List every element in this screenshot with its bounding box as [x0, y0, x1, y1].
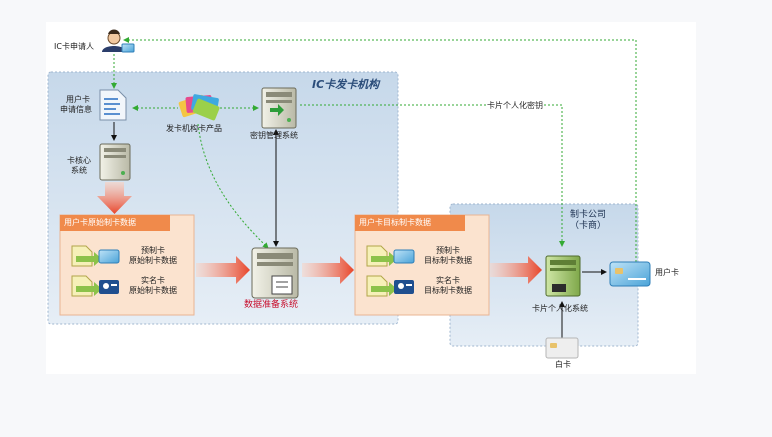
raw-item-2-line2: 原始制卡数据 — [129, 286, 177, 295]
key-server-icon — [261, 87, 297, 129]
target-item-2-line2: 目标制卡数据 — [424, 286, 472, 295]
maker-panel-subtitle: （卡商） — [570, 221, 607, 231]
core-to-raw-arrow — [97, 182, 132, 214]
applicant-avatar-icon — [102, 29, 135, 53]
perso-server-icon — [545, 255, 581, 297]
prep-server-icon — [251, 247, 299, 299]
raw-item-2-line1: 实名卡 — [141, 276, 165, 285]
target-to-perso-arrow — [490, 256, 542, 284]
target-precard-doc-icon — [366, 245, 415, 267]
blank-card-icon — [545, 337, 579, 359]
target-item-2-line1: 实名卡 — [436, 276, 460, 285]
key-to-perso-line — [300, 104, 565, 247]
key-system-label: 密钥管理系统 — [250, 131, 298, 140]
card-to-applicant-line — [123, 37, 637, 262]
target-realname-doc-icon — [366, 275, 414, 297]
core-server-icon — [99, 143, 131, 181]
perso-system-label: 卡片个人化系统 — [532, 304, 588, 313]
target-item-1-line2: 目标制卡数据 — [424, 256, 472, 265]
products-to-prep-line — [197, 123, 269, 249]
applicant-label: IC卡申请人 — [54, 42, 94, 51]
card-products-label: 发卡机构卡产品 — [166, 124, 222, 133]
prep-to-target-arrow — [302, 256, 354, 284]
application-info-line1: 用户卡 — [66, 95, 90, 104]
core-system-line1: 卡核心 — [67, 156, 91, 165]
issuer-panel-title: IC卡发卡机构 — [312, 78, 380, 91]
raw-precard-doc-icon — [71, 245, 120, 267]
raw-item-1-line1: 预制卡 — [141, 246, 165, 255]
maker-panel-title: 制卡公司 — [570, 210, 607, 220]
raw-item-1-line2: 原始制卡数据 — [129, 256, 177, 265]
core-system-line2: 系统 — [71, 166, 87, 175]
application-doc-icon — [99, 89, 127, 121]
raw-to-prep-arrow — [196, 256, 250, 284]
raw-data-header — [60, 215, 170, 231]
user-card-label: 用户卡 — [655, 268, 679, 277]
user-card-icon — [609, 261, 651, 287]
target-data-title: 用户卡目标制卡数据 — [359, 218, 431, 227]
card-products-icon — [178, 94, 220, 121]
application-info-line2: 申请信息 — [60, 105, 92, 114]
prep-system-label: 数据准备系统 — [244, 300, 299, 310]
blank-card-label: 白卡 — [555, 360, 571, 369]
raw-data-title: 用户卡原始制卡数据 — [64, 218, 136, 227]
key-link-label: 卡片个人化密钥 — [486, 101, 544, 111]
target-data-header — [355, 215, 465, 231]
target-item-1-line1: 预制卡 — [436, 246, 460, 255]
raw-realname-doc-icon — [71, 275, 119, 297]
